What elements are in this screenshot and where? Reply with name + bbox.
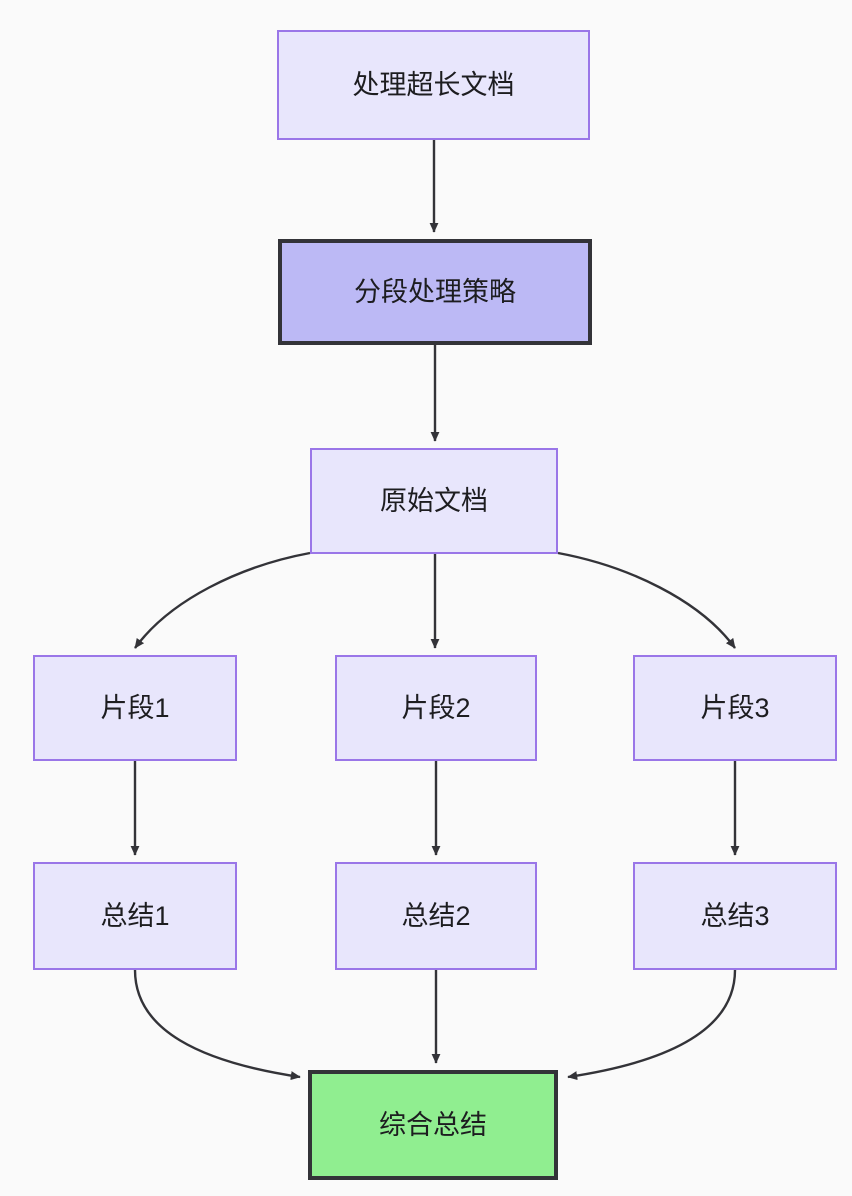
flow-node-label: 分段处理策略	[354, 276, 516, 307]
flow-node-label: 原始文档	[380, 485, 488, 516]
flow-node-n3[interactable]: 原始文档	[310, 448, 558, 554]
flow-node-n2[interactable]: 分段处理策略	[278, 239, 592, 345]
flow-node-n10[interactable]: 综合总结	[308, 1070, 558, 1180]
flow-node-label: 总结1	[100, 900, 170, 931]
flow-node-n4[interactable]: 片段1	[33, 655, 237, 761]
edge-n3-to-n4	[134, 551, 311, 649]
flow-node-label: 综合总结	[379, 1109, 487, 1140]
flow-node-label: 片段1	[100, 692, 170, 723]
flow-node-n8[interactable]: 总结2	[335, 862, 537, 970]
edge-n9-to-n10	[567, 969, 737, 1081]
flow-node-label: 处理超长文档	[352, 69, 515, 100]
flow-node-label: 总结2	[401, 900, 471, 931]
flow-node-label: 总结3	[700, 900, 770, 931]
flow-node-n5[interactable]: 片段2	[335, 655, 537, 761]
flow-node-n6[interactable]: 片段3	[633, 655, 837, 761]
flow-node-label: 片段3	[700, 692, 770, 723]
flow-node-n7[interactable]: 总结1	[33, 862, 237, 970]
flow-node-label: 片段2	[401, 692, 471, 723]
edge-n7-to-n10	[133, 969, 301, 1081]
flow-node-n1[interactable]: 处理超长文档	[277, 30, 590, 140]
edge-n3-to-n6	[557, 551, 736, 649]
flow-node-n9[interactable]: 总结3	[633, 862, 837, 970]
